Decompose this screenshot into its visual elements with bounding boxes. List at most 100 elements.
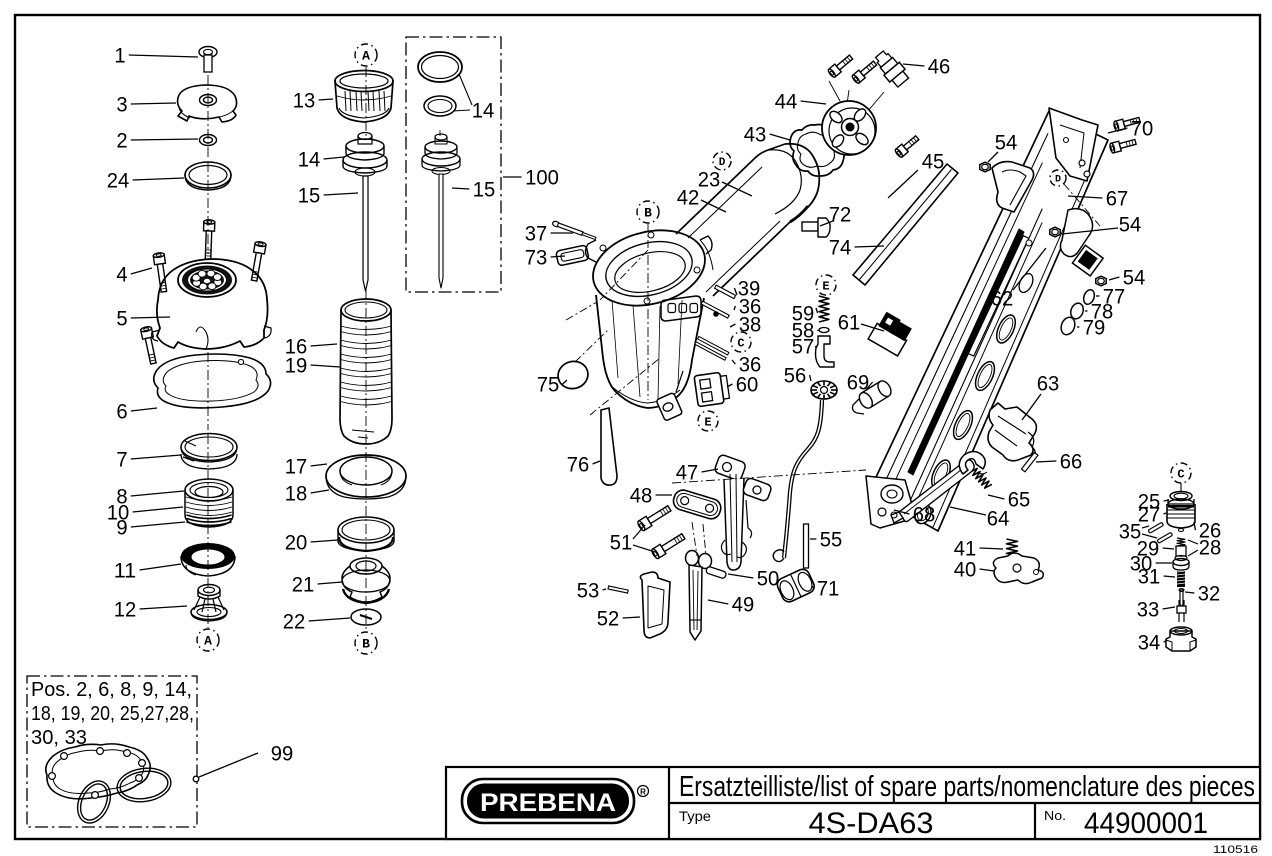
svg-text:D: D xyxy=(719,157,726,169)
svg-text:60: 60 xyxy=(736,374,759,397)
svg-text:56: 56 xyxy=(784,365,807,388)
svg-text:44900001: 44900001 xyxy=(1084,807,1208,840)
svg-text:99: 99 xyxy=(271,743,294,766)
svg-text:28: 28 xyxy=(1199,537,1222,560)
svg-text:Type: Type xyxy=(679,808,711,824)
svg-text:26: 26 xyxy=(1199,520,1222,543)
svg-text:110516: 110516 xyxy=(1213,844,1258,856)
svg-text:54: 54 xyxy=(995,132,1018,155)
svg-text:23: 23 xyxy=(698,169,721,192)
svg-text:7: 7 xyxy=(116,449,127,472)
svg-text:37: 37 xyxy=(525,223,548,246)
svg-text:27: 27 xyxy=(1138,504,1161,527)
svg-text:20: 20 xyxy=(285,532,308,555)
svg-text:B: B xyxy=(362,637,370,652)
svg-text:54: 54 xyxy=(1123,267,1146,290)
svg-text:10: 10 xyxy=(107,502,130,525)
svg-text:1: 1 xyxy=(114,45,125,68)
svg-text:29: 29 xyxy=(1137,538,1160,561)
svg-text:58: 58 xyxy=(792,320,815,343)
svg-text:49: 49 xyxy=(732,594,755,617)
svg-text:43: 43 xyxy=(744,124,767,147)
svg-text:4: 4 xyxy=(116,264,128,287)
svg-text:12: 12 xyxy=(114,599,137,622)
svg-text:18: 18 xyxy=(285,483,308,506)
svg-text:40: 40 xyxy=(954,559,977,582)
svg-text:79: 79 xyxy=(1083,317,1106,340)
svg-text:30, 33: 30, 33 xyxy=(31,726,87,749)
svg-text:36: 36 xyxy=(739,354,762,377)
svg-text:3: 3 xyxy=(116,94,127,117)
svg-text:70: 70 xyxy=(1131,118,1154,141)
svg-text:32: 32 xyxy=(1198,583,1221,606)
svg-text:42: 42 xyxy=(677,187,700,210)
svg-text:76: 76 xyxy=(567,454,590,477)
svg-text:41: 41 xyxy=(954,538,977,561)
svg-text:75: 75 xyxy=(537,374,560,397)
svg-text:55: 55 xyxy=(820,529,843,552)
svg-text:62: 62 xyxy=(991,288,1014,311)
svg-text:15: 15 xyxy=(298,185,321,208)
svg-text:34: 34 xyxy=(1138,632,1161,655)
svg-text:C: C xyxy=(737,336,744,350)
svg-text:D: D xyxy=(1055,175,1061,186)
svg-text:31: 31 xyxy=(1138,566,1161,589)
svg-text:C: C xyxy=(1177,467,1184,481)
svg-text:Pos. 2, 6, 8, 9, 14,: Pos. 2, 6, 8, 9, 14, xyxy=(31,678,192,701)
svg-text:24: 24 xyxy=(107,170,130,193)
svg-text:72: 72 xyxy=(829,204,852,227)
svg-text:14: 14 xyxy=(298,149,321,172)
svg-text:11: 11 xyxy=(114,560,137,583)
svg-text:64: 64 xyxy=(987,508,1010,531)
svg-text:15: 15 xyxy=(473,179,496,202)
svg-text:25: 25 xyxy=(1138,491,1161,514)
svg-text:R: R xyxy=(640,788,646,797)
svg-text:51: 51 xyxy=(610,532,633,555)
svg-text:4S-DA63: 4S-DA63 xyxy=(809,807,934,840)
svg-text:71: 71 xyxy=(817,578,840,601)
svg-text:39: 39 xyxy=(738,278,761,301)
svg-text:33: 33 xyxy=(1137,599,1160,622)
svg-text:35: 35 xyxy=(1119,521,1142,544)
svg-text:21: 21 xyxy=(292,574,315,597)
svg-text:46: 46 xyxy=(928,56,951,79)
svg-text:54: 54 xyxy=(1119,214,1142,237)
svg-text:A: A xyxy=(362,49,370,64)
svg-text:19: 19 xyxy=(285,355,308,378)
svg-text:18, 19, 20, 25,27,28,: 18, 19, 20, 25,27,28, xyxy=(31,702,194,725)
svg-text:68: 68 xyxy=(913,504,936,527)
svg-text:48: 48 xyxy=(630,485,653,508)
svg-text:14: 14 xyxy=(472,100,495,123)
svg-text:5: 5 xyxy=(116,308,127,331)
svg-text:61: 61 xyxy=(838,312,861,335)
svg-text:59: 59 xyxy=(792,303,815,326)
svg-text:13: 13 xyxy=(293,90,316,113)
svg-text:9: 9 xyxy=(116,517,127,540)
svg-text:45: 45 xyxy=(922,151,945,174)
svg-text:74: 74 xyxy=(829,237,852,260)
svg-text:30: 30 xyxy=(1130,553,1153,576)
svg-text:44: 44 xyxy=(775,91,798,114)
svg-text:67: 67 xyxy=(1106,188,1129,211)
svg-text:B: B xyxy=(644,206,652,221)
svg-text:69: 69 xyxy=(847,372,870,395)
svg-text:16: 16 xyxy=(285,336,308,359)
svg-text:38: 38 xyxy=(739,314,762,337)
svg-text:100: 100 xyxy=(525,167,559,190)
svg-text:50: 50 xyxy=(757,568,780,591)
svg-text:6: 6 xyxy=(116,401,127,424)
svg-text:22: 22 xyxy=(283,611,306,634)
svg-text:77: 77 xyxy=(1103,286,1126,309)
svg-text:PREBENA: PREBENA xyxy=(480,789,616,817)
svg-text:No.: No. xyxy=(1044,808,1066,823)
svg-text:52: 52 xyxy=(597,608,620,631)
svg-text:E: E xyxy=(704,415,711,429)
svg-text:57: 57 xyxy=(792,336,815,359)
svg-text:2: 2 xyxy=(116,130,127,153)
svg-text:Ersatzteilliste/list of spare: Ersatzteilliste/list of spare parts/nome… xyxy=(679,771,1255,803)
svg-text:8: 8 xyxy=(116,486,127,509)
svg-text:78: 78 xyxy=(1091,301,1114,324)
svg-text:66: 66 xyxy=(1060,451,1083,474)
svg-text:63: 63 xyxy=(1037,373,1060,396)
svg-text:53: 53 xyxy=(577,580,600,603)
